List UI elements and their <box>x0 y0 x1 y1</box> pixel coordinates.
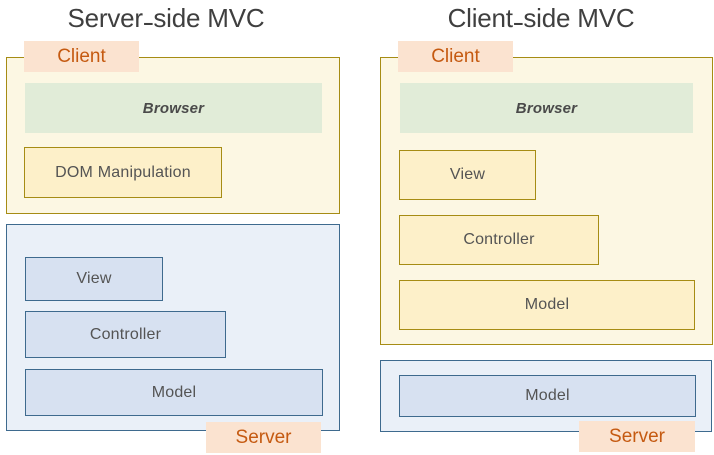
controller-box: Controller <box>399 215 599 265</box>
controller-box: Controller <box>25 311 226 358</box>
browser-box: Browser <box>400 83 693 133</box>
model-label: Model <box>151 383 197 401</box>
browser-label: Browser <box>142 99 205 117</box>
controller-label: Controller <box>463 231 535 248</box>
model-box: Model <box>399 280 695 330</box>
title-hyphen: - <box>142 6 154 37</box>
dom-manipulation-box: DOM Manipulation <box>24 147 222 198</box>
browser-box: Browser <box>25 83 322 133</box>
model-box: Model <box>25 369 323 416</box>
model-label: Model <box>524 296 570 313</box>
view-label: View <box>449 166 486 183</box>
view-label: View <box>76 270 112 287</box>
view-box: View <box>399 150 536 200</box>
client-side-mvc-title: Client-side MVC <box>380 3 702 37</box>
server-side-mvc-title: Server-side MVC <box>6 3 326 37</box>
model-box: Model <box>399 375 696 417</box>
client-zone-badge: Client <box>398 41 513 72</box>
title-word: side MVC <box>523 3 635 33</box>
controller-label: Controller <box>89 325 162 343</box>
title-hyphen: - <box>512 6 524 37</box>
dom-manipulation-label: DOM Manipulation <box>55 163 191 181</box>
server-zone-badge: Server <box>206 422 321 453</box>
client-zone-badge: Client <box>24 41 139 72</box>
server-zone-badge: Server <box>579 421 695 452</box>
title-word: Client <box>447 3 513 33</box>
model-label: Model <box>525 387 570 404</box>
title-word: side MVC <box>153 3 265 33</box>
browser-label: Browser <box>515 99 578 117</box>
view-box: View <box>25 257 163 301</box>
title-word: Server <box>67 3 144 33</box>
